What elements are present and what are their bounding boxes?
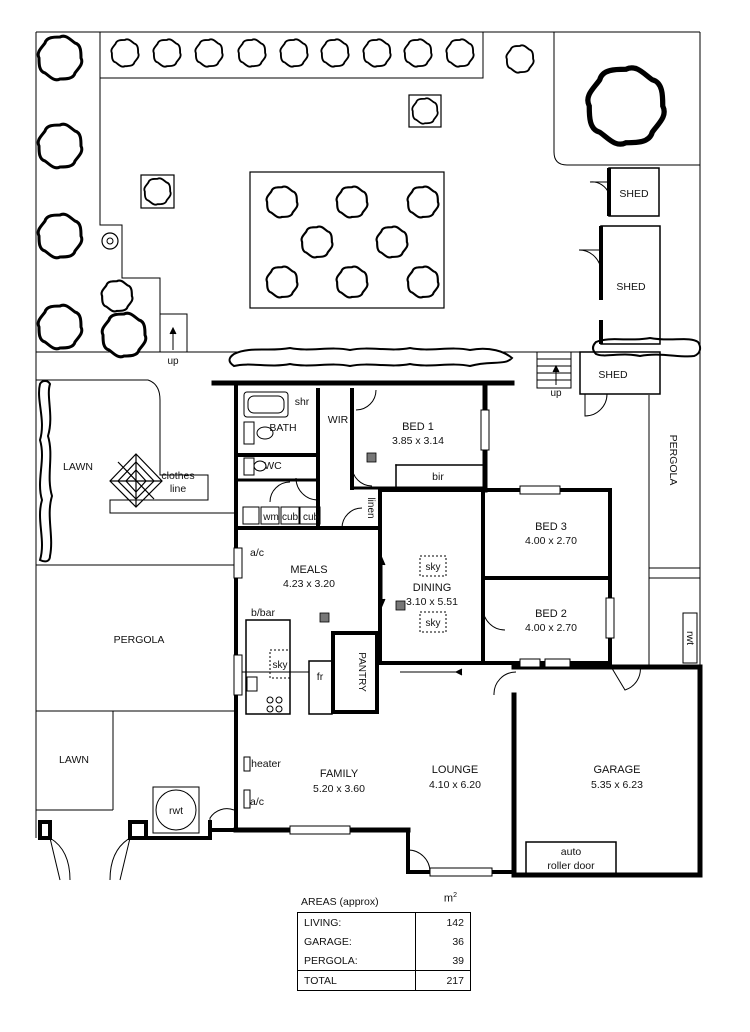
areas-header: AREAS (approx) m2 [297, 892, 475, 910]
shed-low-label: SHED [598, 369, 628, 381]
shr-label: shr [295, 396, 310, 408]
lawn-bottom-label: LAWN [59, 754, 89, 766]
cub1-label: cub [282, 512, 299, 523]
pantry-label: PANTRY [356, 652, 367, 692]
shed-mid-label: SHED [616, 281, 646, 293]
sky3-label: sky [273, 660, 288, 671]
fr-label: fr [317, 671, 324, 683]
pergola-right-label: PERGOLA [667, 435, 679, 486]
garden-bed [249, 171, 445, 309]
bed2-size: 4.00 x 2.70 [525, 622, 577, 634]
dining-size: 3.10 x 5.51 [406, 596, 458, 608]
family-name: FAMILY [320, 768, 359, 780]
up-arrows [169, 326, 560, 385]
garage-name: GARAGE [593, 764, 640, 776]
doors [49, 389, 641, 881]
areas-grid: LIVING: 142 GARAGE: 36 PERGOLA: 39 TOTAL… [297, 912, 471, 991]
shed-top-label: SHED [619, 188, 649, 200]
bed1-name: BED 1 [402, 421, 434, 433]
bir-label: bir [432, 471, 444, 483]
areas-table: AREAS (approx) m2 LIVING: 142 GARAGE: 36… [297, 892, 475, 991]
line-label: line [170, 483, 187, 495]
garage-size: 5.35 x 6.23 [591, 779, 643, 791]
area-value: 36 [415, 932, 471, 951]
roller-door-label: roller door [547, 860, 595, 872]
up-label-1: up [167, 356, 179, 367]
area-label: GARAGE: [304, 935, 352, 948]
table-row: PERGOLA: 39 [298, 951, 471, 971]
sky1-label: sky [426, 562, 441, 573]
ac2-label: a/c [250, 796, 264, 808]
bath-label: BATH [269, 422, 296, 434]
bed3-size: 4.00 x 2.70 [525, 535, 577, 547]
family-size: 5.20 x 3.60 [313, 783, 365, 795]
sheds [536, 167, 661, 417]
total-value: 217 [415, 970, 471, 991]
linen-label: linen [365, 497, 376, 518]
trees [36, 34, 664, 359]
meals-size: 4.23 x 3.20 [283, 578, 335, 590]
windows [233, 409, 615, 877]
heater-label: heater [251, 758, 281, 770]
auto-label: auto [561, 846, 582, 858]
lawn-top-label: LAWN [63, 461, 93, 473]
pergola-left-label: PERGOLA [114, 634, 165, 646]
bed2-name: BED 2 [535, 608, 567, 620]
ac1-label: a/c [250, 547, 264, 559]
area-value: 142 [415, 912, 471, 932]
house-walls [38, 380, 703, 878]
bbar-label: b/bar [251, 607, 275, 619]
vents [319, 452, 406, 623]
bed1-size: 3.85 x 3.14 [392, 435, 444, 447]
cub2-label: cub [303, 512, 320, 523]
bed3-name: BED 3 [535, 521, 567, 533]
rwt-right-label: rwt [684, 631, 696, 645]
areas-unit: m2 [443, 892, 457, 905]
wm-label: wm [262, 512, 279, 523]
clothes-line-icon [109, 453, 163, 508]
fixtures [152, 391, 698, 834]
yard-lines [35, 31, 701, 838]
wc-label: WC [264, 460, 282, 472]
meals-name: MEALS [290, 564, 327, 576]
wir-label: WIR [328, 414, 349, 426]
total-label: TOTAL [297, 970, 416, 991]
area-label: LIVING: [304, 916, 342, 929]
clothes-label: clothes [161, 470, 194, 482]
table-row: GARAGE: 36 [298, 932, 471, 951]
lounge-name: LOUNGE [432, 764, 478, 776]
area-value: 39 [415, 951, 471, 971]
room-labels: SHED SHED SHED PERGOLA up up LAWN clothe… [59, 188, 696, 872]
hedges [38, 336, 702, 563]
rwt-bottom-label: rwt [169, 805, 183, 817]
areas-title: AREAS (approx) [301, 896, 379, 908]
sky2-label: sky [426, 618, 441, 629]
total-row: TOTAL 217 [297, 970, 471, 991]
table-row: LIVING: 142 [298, 912, 471, 932]
up-label-2: up [550, 388, 562, 399]
dining-name: DINING [413, 582, 452, 594]
lounge-size: 4.10 x 6.20 [429, 779, 481, 791]
area-label: PERGOLA: [304, 954, 358, 967]
